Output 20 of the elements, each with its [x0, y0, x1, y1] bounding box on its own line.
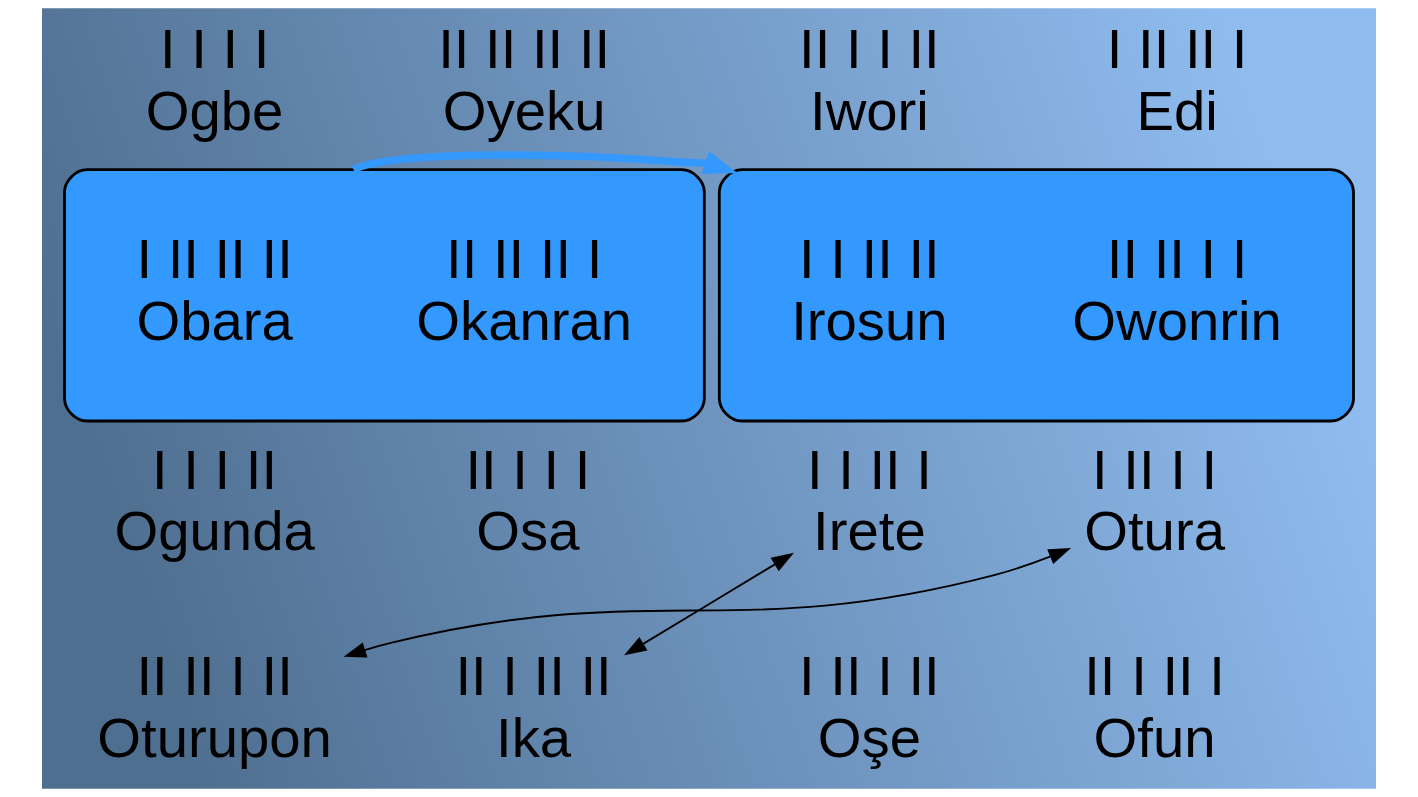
node-text: I II II II Obara — [136, 227, 293, 353]
node-text: I II I I Otura — [1084, 437, 1225, 563]
node-text: II I I I Osa — [465, 437, 591, 563]
node-text: I I II II Irosun — [791, 227, 948, 353]
node-text: II I II II Ika — [455, 643, 612, 769]
node-text: II II I I Owonrin — [1072, 227, 1282, 353]
node-text: I II II I Edi — [1106, 17, 1248, 143]
node-text: II II I II Oturupon — [97, 643, 332, 769]
node-text: I I II I Irete — [806, 437, 932, 563]
cluster — [717, 168, 1355, 423]
node-text: I II I II Oşe — [799, 643, 940, 769]
node-text: II II II I Okanran — [416, 227, 633, 353]
node-text: I I I I Ogbe — [145, 17, 284, 143]
node-text: II I I II Iwori — [799, 17, 940, 143]
node-text: I I I II Ogunda — [114, 437, 315, 563]
node-text: II II II II Oyeku — [438, 17, 611, 143]
cluster — [63, 168, 706, 423]
arrow — [343, 548, 1072, 658]
arrow — [624, 552, 794, 656]
node-text: II I II I Ofun — [1084, 643, 1225, 769]
